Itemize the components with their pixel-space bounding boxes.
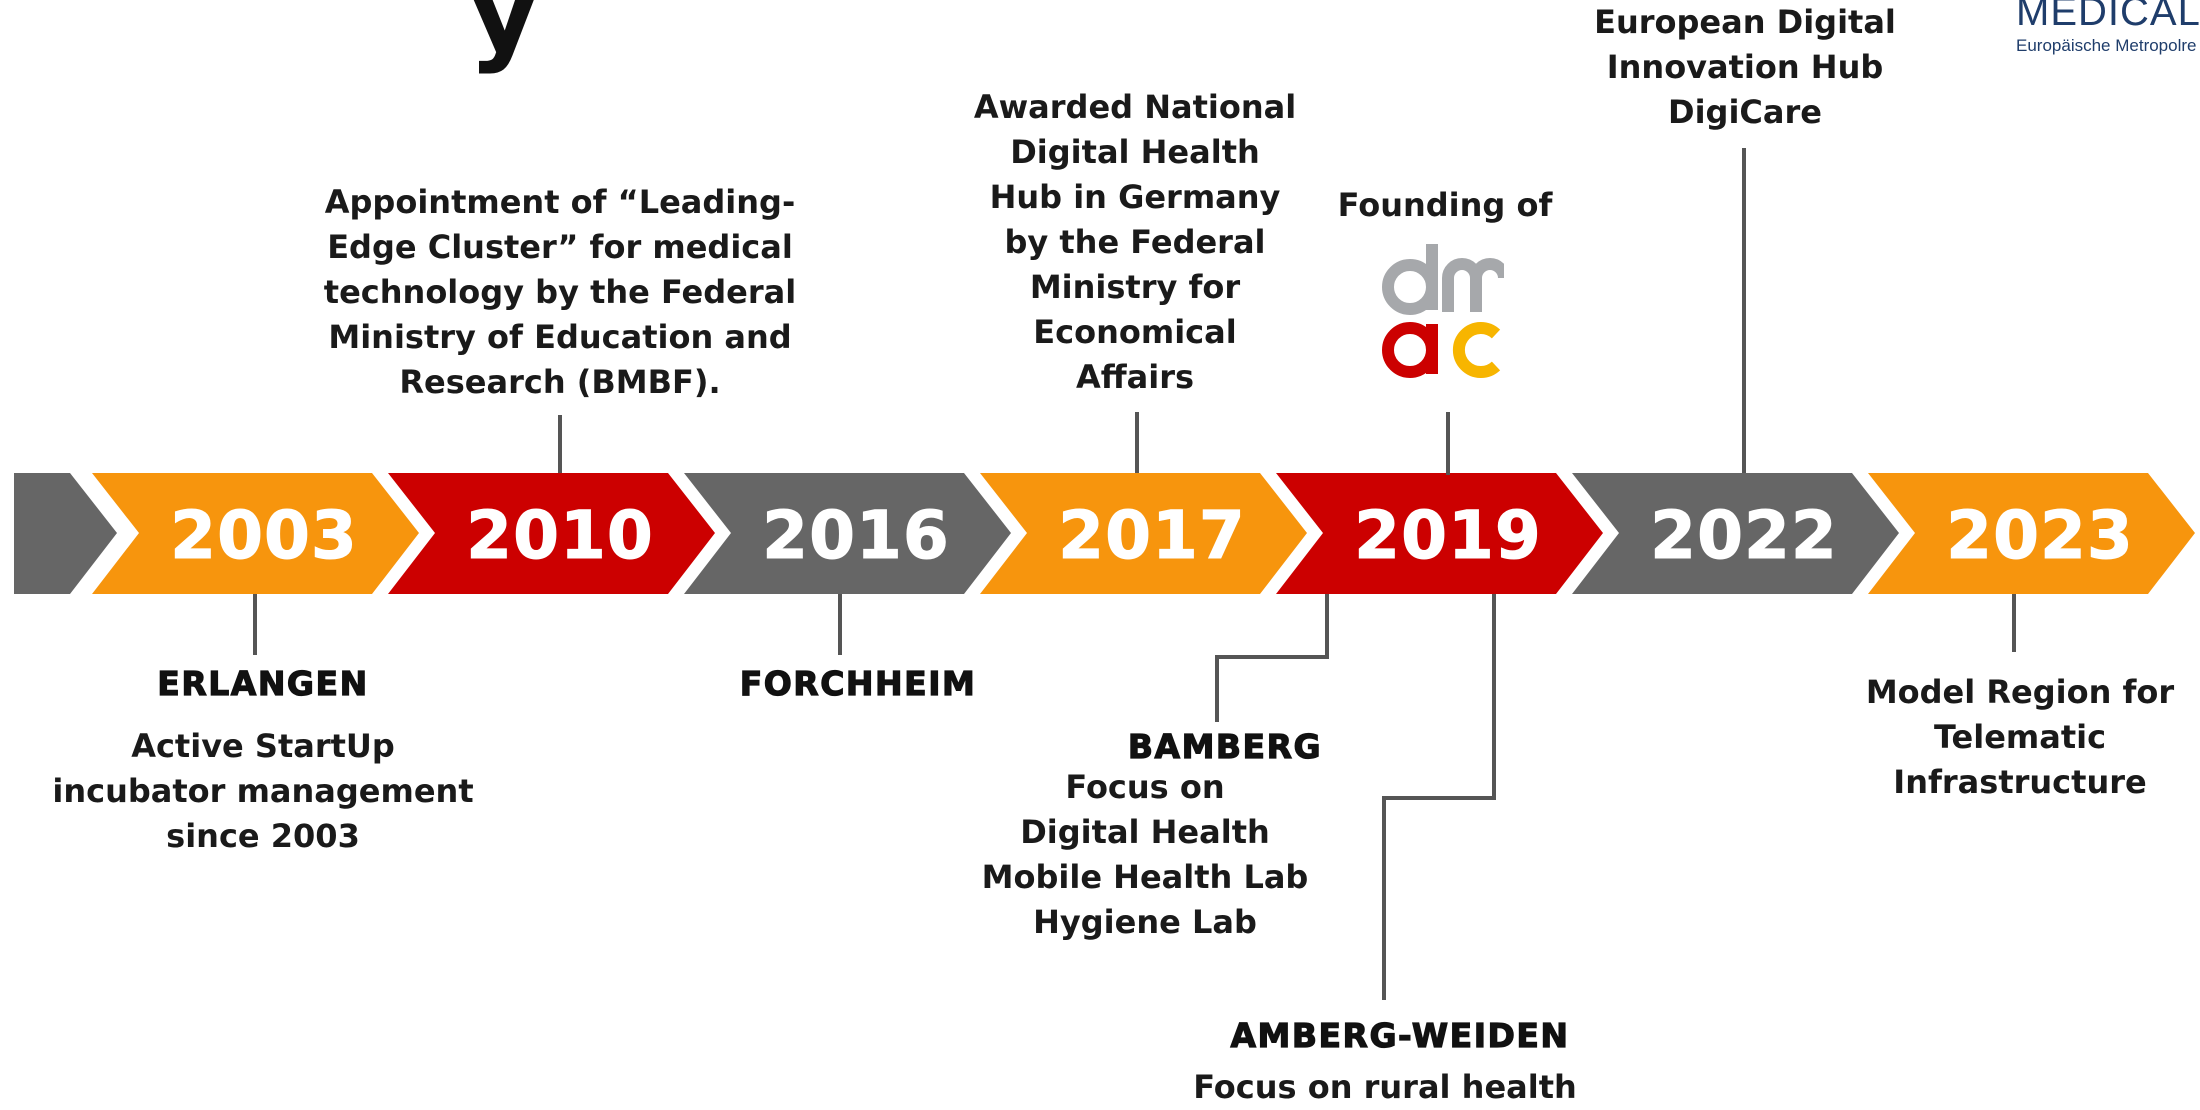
event-2023-line: Telematic: [1933, 718, 2107, 756]
event-2017-line: by the Federal: [1004, 223, 1266, 261]
event-2022-line: European Digital: [1594, 3, 1896, 41]
event-2019-founding-text: Founding of: [1337, 186, 1553, 224]
event-2003-line: since 2003: [166, 817, 360, 855]
year-label-2016: 2016: [762, 497, 950, 575]
event-2010-line: Edge Cluster” for medical: [327, 228, 793, 266]
event-bamberg-description: Focus on Digital Health Mobile Health La…: [960, 765, 1330, 945]
year-label-2017: 2017: [1058, 497, 1246, 575]
event-2023-line: Infrastructure: [1893, 763, 2147, 801]
bamberg-line: Focus on: [1065, 768, 1225, 806]
timeline-segment-2016: [684, 473, 1011, 594]
event-2017-line: Economical: [1033, 313, 1237, 351]
year-label-2023: 2023: [1946, 497, 2134, 575]
event-2017-line: Affairs: [1075, 358, 1195, 396]
bamberg-line: Hygiene Lab: [1033, 903, 1257, 941]
city-erlangen: ERLANGEN: [157, 663, 369, 703]
timeline-arrow-band: [14, 473, 2195, 594]
event-amberg-description: Focus on rural health: [1193, 1068, 1577, 1106]
event-2010-line: Appointment of “Leading-: [324, 183, 796, 221]
event-2003-line: Active StartUp: [131, 727, 395, 765]
event-2003-line: incubator management: [52, 772, 474, 810]
logo-subtitle: Europäische Metropolre: [2016, 36, 2197, 55]
bamberg-line: Mobile Health Lab: [981, 858, 1309, 896]
year-label-2010: 2010: [466, 497, 654, 575]
year-label-2019: 2019: [1354, 497, 1542, 575]
city-bamberg: BAMBERG: [1127, 726, 1323, 766]
event-2010-line: Research (BMBF).: [399, 363, 721, 401]
timeline-segment-2019: [1276, 473, 1603, 594]
timeline-segment-2023: [1868, 473, 2195, 594]
timeline-segment-start: [14, 473, 117, 594]
event-2010-line: technology by the Federal: [323, 273, 797, 311]
connector-bamberg: [1215, 594, 1329, 722]
event-2017-line: Digital Health: [1010, 133, 1260, 171]
event-2022-description: European Digital Innovation Hub DigiCare: [1565, 0, 1925, 135]
city-forchheim: FORCHHEIM: [739, 663, 977, 703]
timeline-segment-2003: [92, 473, 419, 594]
event-2022-line: Innovation Hub: [1606, 48, 1884, 86]
connector-lines: [253, 148, 2016, 1000]
event-2023-description: Model Region for Telematic Infrastructur…: [1860, 670, 2180, 805]
event-2010-description: Appointment of “Leading- Edge Cluster” f…: [320, 180, 800, 405]
event-2022-line: DigiCare: [1668, 93, 1822, 131]
event-2010-line: Ministry of Education and: [328, 318, 792, 356]
event-2017-line: Ministry for: [1029, 268, 1241, 306]
city-amberg-weiden: AMBERG-WEIDEN: [1230, 1015, 1570, 1055]
logo-wordmark: MEDICAL V: [2016, 0, 2200, 34]
event-2003-description: Active StartUp incubator management sinc…: [40, 724, 486, 859]
timeline-segment-2017: [980, 473, 1307, 594]
event-2017-line: Awarded National: [973, 88, 1297, 126]
connector-amberg-weiden: [1382, 594, 1496, 1000]
event-2017-description: Awarded National Digital Health Hub in G…: [960, 85, 1310, 400]
timeline-segment-2022: [1572, 473, 1899, 594]
event-2017-line: Hub in Germany: [989, 178, 1281, 216]
timeline-segment-2010: [388, 473, 715, 594]
year-label-2003: 2003: [170, 497, 358, 575]
year-label-2022: 2022: [1650, 497, 1838, 575]
dmac-logo-icon: [1382, 244, 1504, 378]
page-heading-fragment: y: [468, 0, 540, 76]
event-2023-line: Model Region for: [1865, 673, 2175, 711]
bamberg-line: Digital Health: [1020, 813, 1270, 851]
